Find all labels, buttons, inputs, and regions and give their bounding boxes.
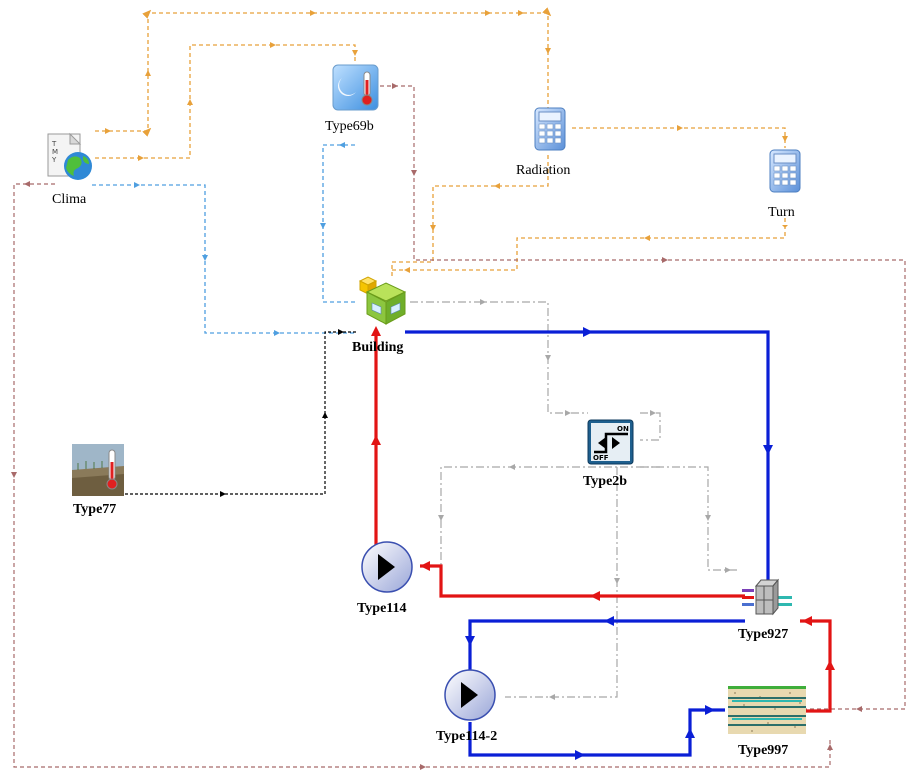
ground-temperature-icon: [72, 444, 124, 496]
link-type2b-type927[interactable]: [640, 466, 740, 571]
link-type69b-out[interactable]: [380, 85, 906, 710]
link-clima-building[interactable]: [92, 184, 355, 334]
component-type114[interactable]: Type114: [357, 541, 413, 616]
component-type997[interactable]: Type997: [728, 686, 806, 758]
red-loops: [374, 332, 832, 713]
gray-connections: [410, 301, 740, 698]
label-type927: Type927: [738, 627, 788, 642]
link-type2b-type114-2[interactable]: [505, 467, 618, 698]
component-type77[interactable]: Type77: [72, 444, 124, 517]
orange-arrowheads: [105, 10, 788, 273]
ground-heat-exchanger-icon: [728, 686, 806, 734]
orange-connections: [95, 7, 786, 276]
component-building[interactable]: Building: [352, 276, 407, 355]
off-text: OFF: [593, 454, 609, 462]
component-turn[interactable]: Turn: [768, 149, 801, 220]
darkred-arrowheads: [11, 83, 862, 770]
calculator-icon: [534, 107, 566, 151]
label-radiation: Radiation: [516, 163, 570, 178]
link-radiation-turn[interactable]: [572, 127, 786, 148]
lightblue-arrowheads: [134, 142, 345, 336]
label-turn: Turn: [768, 205, 795, 220]
red-arrowheads: [371, 326, 835, 670]
svg-text:T: T: [51, 140, 57, 148]
svg-text:M: M: [52, 148, 58, 156]
pipe-type927-type114-2[interactable]: [468, 619, 745, 672]
pipe-type114-building[interactable]: [374, 332, 410, 568]
darkred-connections: [13, 85, 906, 768]
component-type927[interactable]: Type927: [738, 578, 792, 642]
pump-icon: [444, 669, 496, 721]
building-cube-icon: [358, 276, 407, 325]
label-type114: Type114: [357, 601, 407, 616]
link-type69b-building[interactable]: [322, 144, 356, 303]
pipe-building-type927[interactable]: [405, 330, 770, 580]
component-clima[interactable]: T M Y Clima: [47, 132, 92, 207]
label-type2b: Type2b: [583, 474, 627, 489]
pipe-type927-type114[interactable]: [420, 564, 745, 598]
link-type2b-self[interactable]: [640, 412, 661, 441]
on-off-controller-icon: ON OFF: [587, 419, 634, 465]
blue-loops: [405, 330, 770, 757]
link-type77-building[interactable]: [125, 331, 356, 495]
calculator-icon: [769, 149, 801, 193]
label-clima: Clima: [52, 192, 87, 207]
link-building-type2b[interactable]: [410, 301, 588, 414]
component-type2b[interactable]: ON OFF Type2b: [583, 419, 634, 489]
sky-temperature-icon: [332, 64, 379, 111]
link-outer-loop[interactable]: [13, 183, 831, 768]
label-type114-2: Type114-2: [436, 729, 497, 744]
label-type997: Type997: [738, 743, 788, 758]
pipe-type114-2-type997[interactable]: [468, 708, 725, 757]
label-type77: Type77: [73, 502, 116, 517]
black-arrowheads: [220, 329, 344, 497]
label-type69b: Type69b: [325, 119, 374, 134]
gray-arrowheads: [438, 299, 731, 700]
heat-pump-icon: [742, 578, 792, 616]
blue-arrowheads: [465, 327, 773, 760]
label-building: Building: [352, 340, 403, 355]
component-type69b[interactable]: Type69b: [325, 64, 379, 134]
link-clima-type69b[interactable]: [95, 44, 356, 159]
link-radiation-building[interactable]: [391, 155, 549, 276]
component-type114-2[interactable]: Type114-2: [436, 669, 497, 744]
link-turn-building[interactable]: [392, 218, 786, 271]
black-connection: [125, 331, 356, 495]
weather-data-globe-icon: T M Y: [47, 132, 92, 180]
lightblue-connections: [92, 144, 356, 334]
on-text: ON: [617, 425, 629, 433]
link-clima-radiation-top[interactable]: [95, 7, 552, 137]
link-type2b-type114[interactable]: [440, 466, 660, 565]
component-radiation[interactable]: Radiation: [516, 107, 570, 178]
svg-text:Y: Y: [51, 156, 57, 164]
pump-icon: [361, 541, 413, 593]
